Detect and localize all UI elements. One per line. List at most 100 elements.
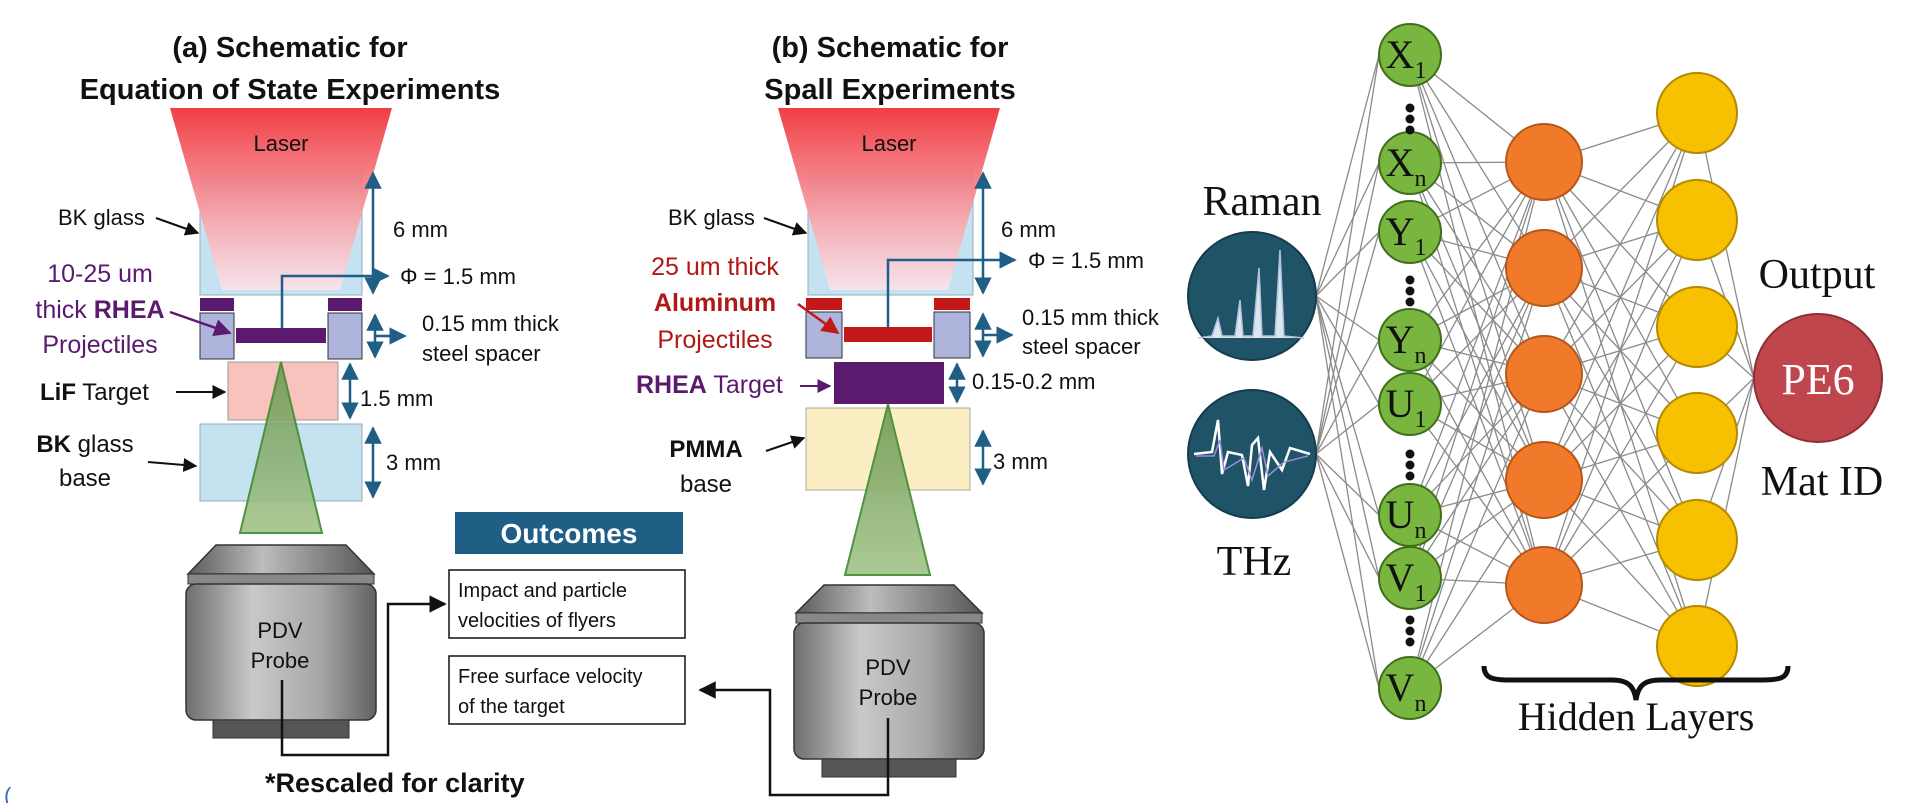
rhea-target <box>834 362 944 404</box>
projectile-label-1: 10-25 um <box>47 260 153 288</box>
hidden-node-layer1 <box>1505 229 1583 307</box>
projectile-pointer <box>169 310 232 337</box>
probe-b-signal-line <box>698 681 890 797</box>
input-node-label: Un <box>1386 492 1427 544</box>
network-edge <box>1315 54 1380 297</box>
hidden-layer-1 <box>1505 123 1583 624</box>
pmma-pointer <box>765 435 806 452</box>
dim-6mm-label-b: 6 mm <box>1001 217 1056 242</box>
pmma-dim-label: 3 mm <box>993 449 1048 474</box>
input-node-circle <box>1378 200 1442 264</box>
steel-spacer-right-b <box>933 311 971 359</box>
raman-spectrum-icon <box>1187 231 1317 361</box>
hidden-node-layer2 <box>1656 286 1738 368</box>
input-node: Un <box>1378 483 1442 547</box>
network-edge <box>1315 231 1380 455</box>
steel-spacer-right <box>327 312 363 360</box>
rhea-target-label: RHEA Target <box>636 371 783 399</box>
network-edge <box>1409 231 1545 586</box>
input-node-label: Vn <box>1386 665 1427 717</box>
panel-a: (a) Schematic for Equation of State Expe… <box>35 32 560 798</box>
input-node-label: Y1 <box>1386 209 1427 261</box>
al-projectile-label-3: Projectiles <box>657 326 772 354</box>
rhea-coating-left <box>200 298 234 311</box>
pmma-base-label-2: base <box>680 471 732 498</box>
output-node-label: PE6 <box>1781 355 1854 404</box>
network-edge <box>1315 295 1380 689</box>
al-projectile-label-2: Aluminum <box>654 289 776 317</box>
thz-spectrum-icon <box>1187 389 1317 519</box>
laser-beam <box>170 108 392 290</box>
bk-glass-pointer-b <box>763 217 808 236</box>
probe-a-signal-line <box>280 595 447 757</box>
hidden-node-layer1 <box>1505 335 1583 413</box>
outcome-1-line1: Impact and particle <box>458 580 627 602</box>
bk-base-pointer <box>147 457 198 472</box>
network-edge <box>1315 295 1380 579</box>
network-edge <box>1315 231 1380 297</box>
laser-label-b: Laser <box>861 131 916 156</box>
bk-glass-label-b: BK glass <box>668 205 755 230</box>
al-projectile <box>844 327 932 342</box>
bk-glass-pointer <box>155 217 200 236</box>
hidden-layer-2 <box>1656 72 1738 687</box>
hidden-layers-brace <box>1481 665 1791 701</box>
input-node-circle <box>1378 308 1442 372</box>
input-node-circle <box>1378 656 1442 720</box>
probe-cap-b <box>794 584 984 614</box>
network-edge <box>1409 161 1545 405</box>
network-edge <box>1409 479 1545 689</box>
network-edge <box>1543 112 1698 481</box>
input-node-label: X1 <box>1386 32 1427 84</box>
probe-ring <box>187 573 375 585</box>
network-edge <box>1315 162 1380 455</box>
phi-pointer <box>280 267 390 330</box>
probe-ring-b <box>795 612 983 624</box>
bk-base-label-1: BK glass <box>36 431 133 458</box>
panel-a-title-line2: Equation of State Experiments <box>80 74 501 106</box>
network-edge <box>1315 453 1380 689</box>
hidden-node-layer1 <box>1505 441 1583 519</box>
al-projectile-pointer <box>797 302 840 335</box>
network-edge <box>1315 453 1380 516</box>
input-node-circle <box>1378 546 1442 610</box>
laser-beam-b <box>778 108 1000 290</box>
input-node-circle <box>1378 372 1442 436</box>
network-edge <box>1315 403 1380 455</box>
network-edge <box>1315 295 1380 516</box>
bk-glass-label: BK glass <box>58 205 145 230</box>
outcomes: Outcomes Impact and particle velocities … <box>448 512 686 725</box>
hidden-node-layer2 <box>1656 72 1738 154</box>
output-node <box>1753 313 1883 443</box>
rhea-coating-right <box>328 298 362 311</box>
al-coating-left <box>806 298 842 310</box>
network-edge <box>1409 231 1545 481</box>
network-edge <box>1409 267 1545 689</box>
input-node: Vn <box>1378 656 1442 720</box>
output-caption: Mat ID <box>1761 459 1883 505</box>
network-edge <box>1409 267 1545 516</box>
input-node-circle <box>1378 23 1442 87</box>
thz-label: THz <box>1217 539 1292 585</box>
hidden-node-layer1 <box>1505 546 1583 624</box>
network-edge <box>1315 339 1380 455</box>
network-edge <box>1315 54 1380 455</box>
network-edge <box>1543 112 1698 375</box>
hidden-layers-label: Hidden Layers <box>1518 694 1755 739</box>
rhea-projectile <box>236 328 326 343</box>
bk-base-dim-label: 3 mm <box>386 450 441 475</box>
rhea-dim-label: 0.15-0.2 mm <box>972 369 1096 394</box>
input-node: Y1 <box>1378 200 1442 264</box>
hidden-node-layer1 <box>1505 123 1583 201</box>
al-coating-right <box>934 298 970 310</box>
outcomes-header: Outcomes <box>501 518 638 549</box>
panel-b-title-line1: (b) Schematic for <box>772 32 1009 64</box>
spacer-label-1: 0.15 mm thick <box>422 311 560 336</box>
input-node: X1 <box>1378 23 1442 87</box>
input-node-label: V1 <box>1386 555 1427 607</box>
network-edge <box>1315 453 1380 579</box>
probe-label-1: PDV <box>257 618 303 643</box>
outcome-1-line2: velocities of flyers <box>458 610 616 632</box>
